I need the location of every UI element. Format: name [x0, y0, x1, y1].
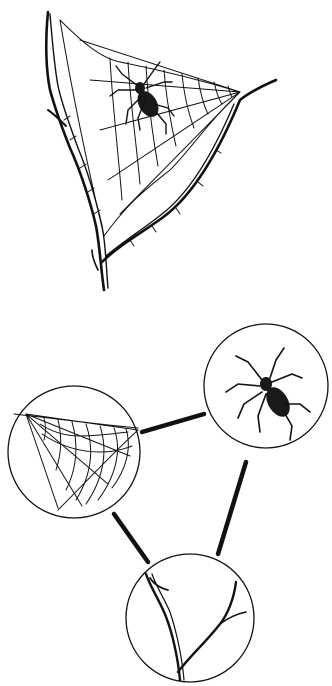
- top-illustration: [46, 12, 276, 290]
- connector-web-spider: [142, 414, 204, 432]
- top-web: [60, 20, 240, 236]
- bottom-diagram: [8, 324, 328, 682]
- twig-branch: [46, 12, 276, 290]
- connector-spider-branch: [218, 462, 246, 554]
- node-spider: [204, 324, 328, 448]
- node-web: [8, 386, 140, 518]
- node-branch: [126, 554, 254, 682]
- connector-branch-web: [114, 514, 148, 562]
